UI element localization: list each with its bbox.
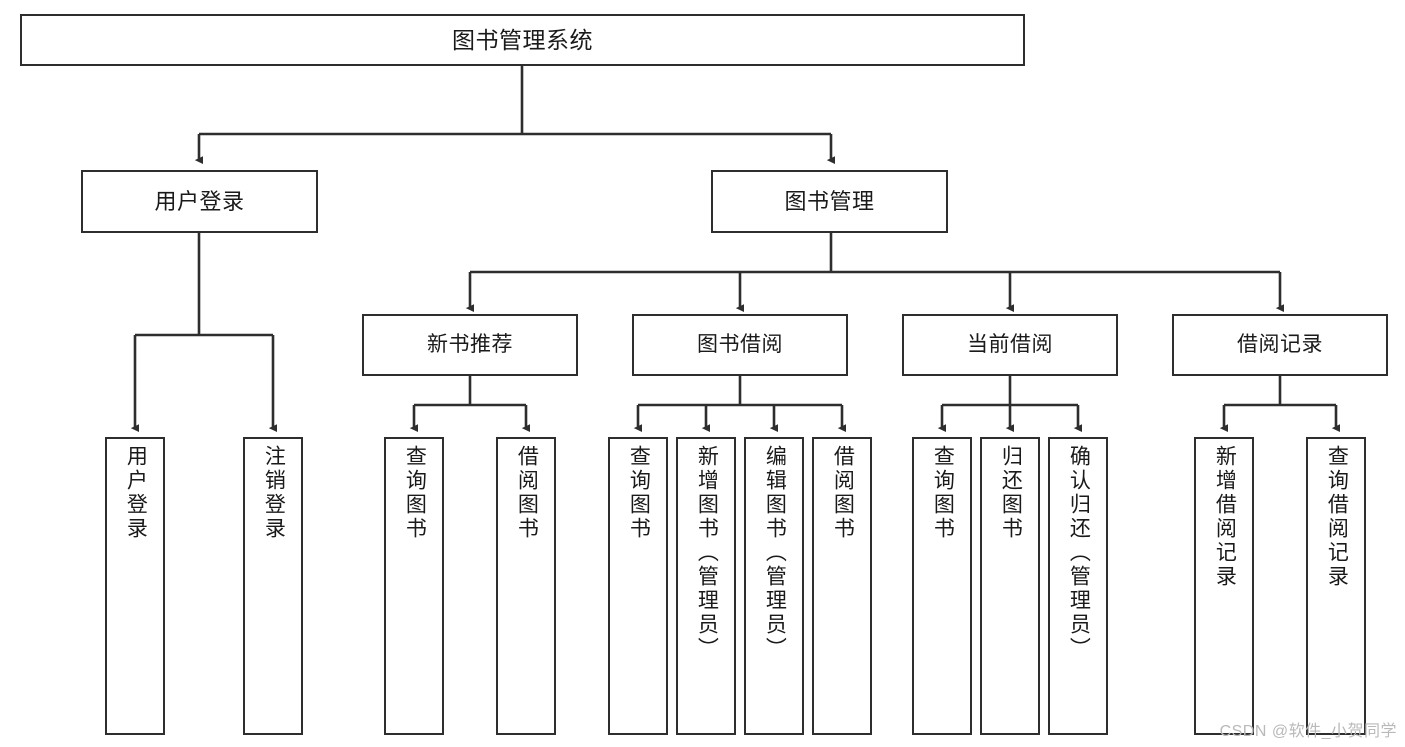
leaf-recommend-query-book[interactable]: 查询图书 [384,437,444,735]
node-label: 借阅图书 [831,445,855,541]
leaf-user-login[interactable]: 用户登录 [105,437,165,735]
node-label: 用户登录 [124,445,148,541]
leaf-recommend-borrow-book[interactable]: 借阅图书 [496,437,556,735]
node-book-borrow[interactable]: 图书借阅 [632,314,848,376]
node-label: 图书管理 [784,188,875,214]
node-book-management[interactable]: 图书管理 [711,170,948,233]
node-label: 图书管理系统 [452,26,593,53]
node-label: 查询图书 [403,445,427,541]
leaf-current-return-book[interactable]: 归还图书 [980,437,1040,735]
node-label: 查询图书 [931,445,955,541]
node-label: 借阅记录 [1237,332,1323,356]
node-label: 确认归还（管理员） [1067,445,1091,661]
node-label: 新增借阅记录 [1213,445,1237,589]
leaf-borrow-query-book[interactable]: 查询图书 [608,437,668,735]
leaf-user-logout[interactable]: 注销登录 [243,437,303,735]
node-label: 借阅图书 [515,445,539,541]
node-label: 归还图书 [999,445,1023,541]
node-label: 新书推荐 [427,332,513,356]
node-label: 用户登录 [154,188,245,214]
leaf-current-confirm-return-admin[interactable]: 确认归还（管理员） [1048,437,1108,735]
node-current-borrow[interactable]: 当前借阅 [902,314,1118,376]
node-label: 查询借阅记录 [1325,445,1349,589]
node-label: 当前借阅 [967,332,1053,356]
node-label: 查询图书 [627,445,651,541]
leaf-record-query-borrow-record[interactable]: 查询借阅记录 [1306,437,1366,735]
node-new-book-recommend[interactable]: 新书推荐 [362,314,578,376]
watermark: CSDN @软件_小贺同学 [1219,723,1397,740]
node-root-system[interactable]: 图书管理系统 [20,14,1025,66]
leaf-current-query-book[interactable]: 查询图书 [912,437,972,735]
leaf-borrow-borrow-book[interactable]: 借阅图书 [812,437,872,735]
leaf-borrow-add-book-admin[interactable]: 新增图书（管理员） [676,437,736,735]
node-borrow-record[interactable]: 借阅记录 [1172,314,1388,376]
node-label: 图书借阅 [697,332,783,356]
leaf-record-add-borrow-record[interactable]: 新增借阅记录 [1194,437,1254,735]
node-label: 注销登录 [262,445,286,541]
node-label: 编辑图书（管理员） [763,445,787,661]
leaf-borrow-edit-book-admin[interactable]: 编辑图书（管理员） [744,437,804,735]
node-user-login[interactable]: 用户登录 [81,170,318,233]
node-label: 新增图书（管理员） [695,445,719,661]
